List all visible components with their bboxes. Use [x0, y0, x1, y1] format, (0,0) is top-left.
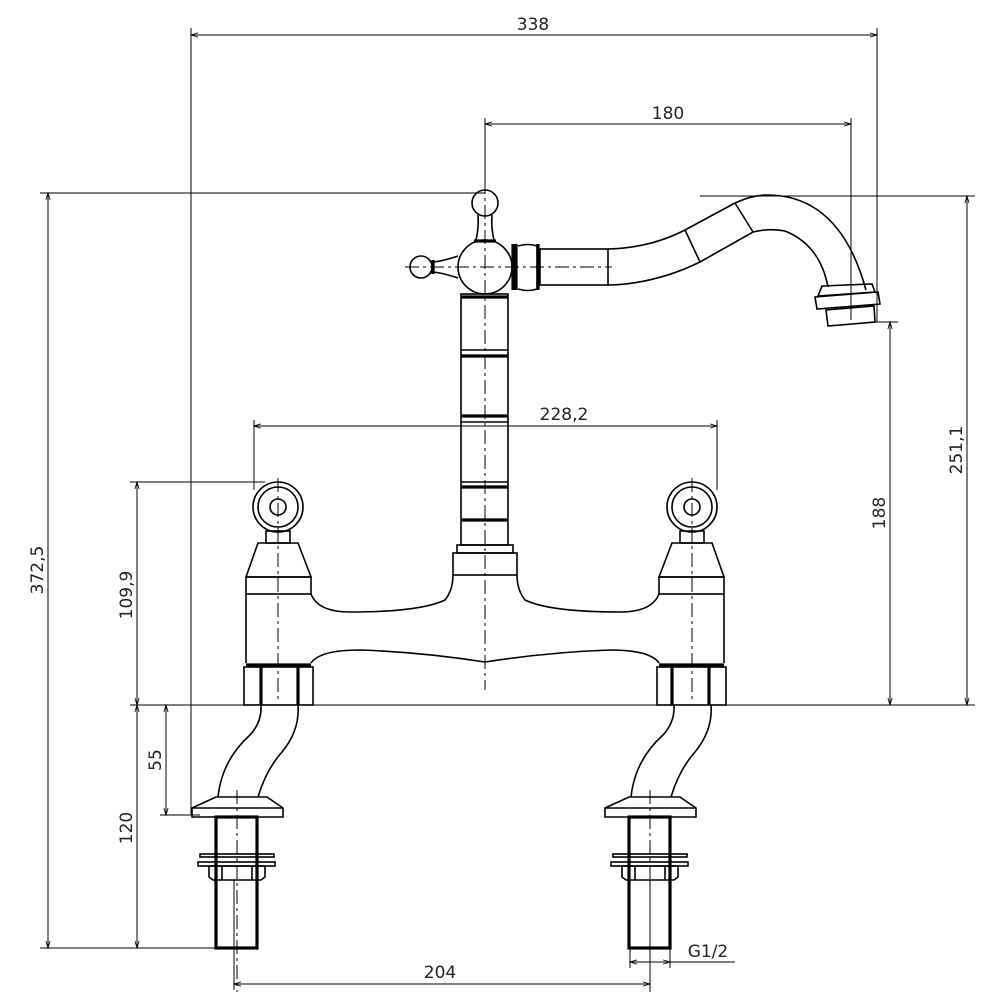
right-leg: [604, 704, 712, 950]
dim-spout-height: 188: [870, 497, 890, 529]
left-leg: [191, 704, 299, 950]
dim-overall-width: 338: [517, 15, 549, 35]
spout-assembly: [409, 189, 881, 327]
dim-overall-height: 372,5: [28, 546, 48, 595]
centre-lines: [236, 180, 693, 992]
bridge-body: [243, 481, 727, 706]
dim-deck-to-plate: 55: [146, 749, 166, 771]
dim-shank-centres: 204: [424, 963, 456, 983]
dim-body-to-top: 251,1: [947, 426, 967, 475]
central-column: [452, 293, 518, 576]
dim-spout-reach: 180: [652, 104, 684, 124]
dim-thread: G1/2: [688, 942, 729, 962]
left-valve: [243, 481, 314, 706]
extension-lines: [40, 28, 975, 990]
dim-valve-height: 109,9: [117, 571, 137, 620]
dim-shank-length: 120: [117, 812, 137, 844]
dimension-lines: [48, 35, 967, 984]
dim-valve-centres: 228,2: [540, 405, 589, 425]
dimension-labels: 338 180 228,2 372,5 251,1 188 109,9 55 1…: [28, 15, 967, 983]
